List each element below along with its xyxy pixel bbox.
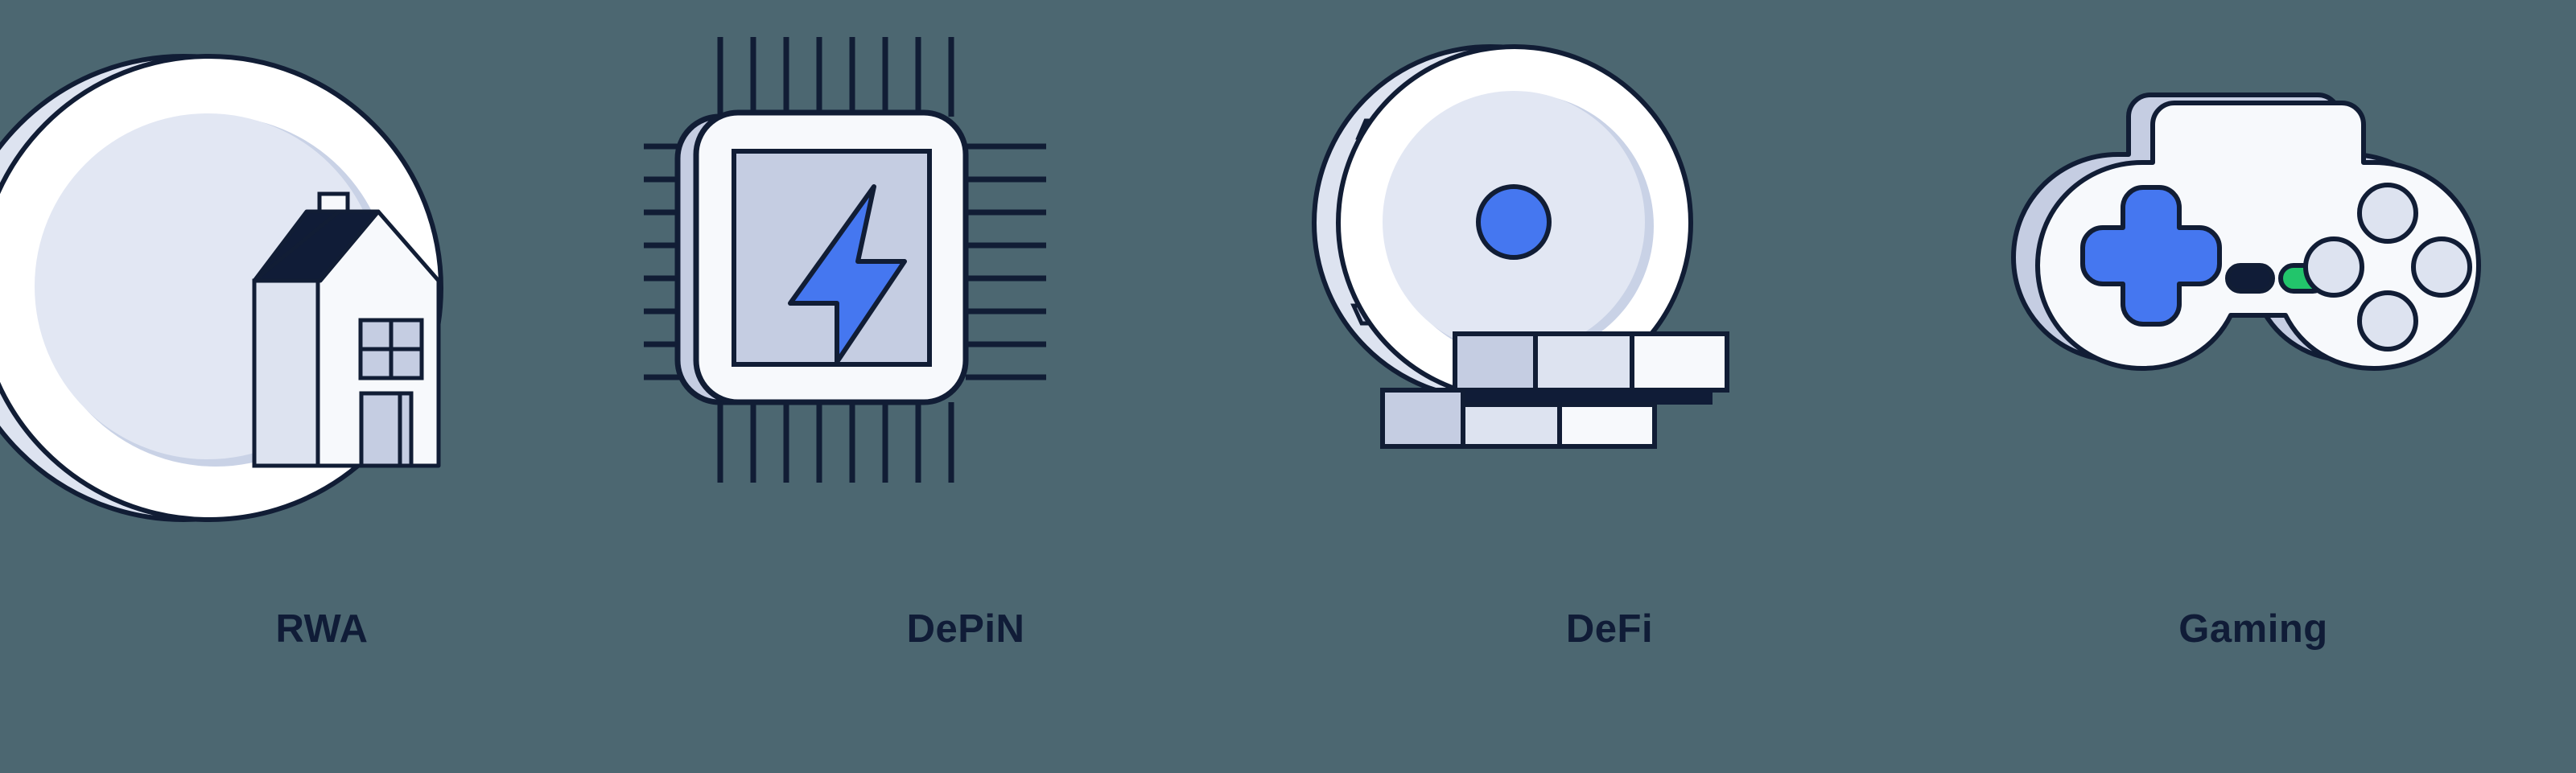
category-label-gaming: Gaming — [2178, 607, 2328, 651]
category-item-gaming[interactable]: Gaming — [1931, 0, 2575, 773]
action-button-bottom — [2357, 290, 2418, 352]
game-controller-icon — [2011, 93, 2481, 371]
category-label-depin: DePiN — [906, 607, 1025, 651]
house-glyph — [252, 191, 441, 468]
lightning-bolt-glyph — [788, 184, 907, 364]
action-button-left — [2303, 236, 2364, 298]
chip-lightning-bolt-icon — [644, 37, 1046, 483]
category-item-depin[interactable]: DePiN — [644, 0, 1288, 773]
category-label-rwa: RWA — [275, 607, 369, 651]
stacked-coins-icon — [1312, 44, 1729, 449]
dpad-glyph — [2080, 185, 2222, 327]
category-item-defi[interactable]: DeFi — [1288, 0, 1931, 773]
action-button-top — [2357, 183, 2418, 244]
bar-row-lower — [1380, 388, 1657, 449]
category-item-rwa[interactable]: RWA — [0, 0, 644, 773]
bar-row-upper — [1453, 331, 1729, 393]
real-world-asset-coin-house-icon — [0, 54, 443, 522]
coin-center-dot — [1476, 184, 1552, 260]
category-label-defi: DeFi — [1565, 607, 1654, 651]
select-button — [2225, 263, 2275, 294]
action-button-right — [2411, 236, 2472, 298]
